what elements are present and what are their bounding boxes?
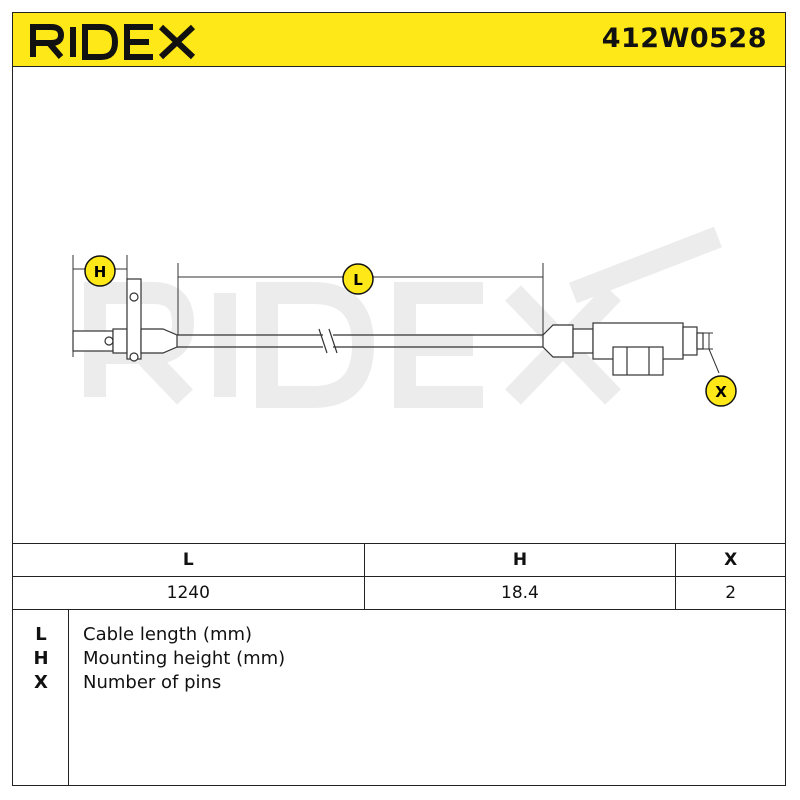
- value-h: 18.4: [364, 576, 677, 609]
- legend: L Cable length (mm) H Mounting height (m…: [13, 609, 785, 785]
- dimension-marker-l: L: [342, 263, 374, 295]
- technical-drawing: H L X: [13, 67, 785, 543]
- header-h: H: [364, 543, 677, 577]
- value-l: 1240: [13, 576, 365, 609]
- legend-key-h: H: [33, 648, 49, 669]
- legend-desc-l: Cable length (mm): [83, 624, 253, 645]
- value-x: 2: [675, 576, 785, 609]
- dimension-marker-h: H: [84, 255, 116, 287]
- ridex-logo: [30, 24, 196, 60]
- legend-desc-h: Mounting height (mm): [83, 648, 286, 669]
- spec-sheet: 412W0528: [12, 12, 786, 786]
- header-l: L: [13, 543, 365, 577]
- dimension-marker-x: X: [705, 375, 737, 407]
- cable-icon: [177, 328, 543, 354]
- legend-key-l: L: [35, 624, 47, 645]
- svg-text:H: H: [94, 263, 107, 281]
- header-x: X: [675, 543, 785, 577]
- legend-key-x: X: [34, 672, 48, 693]
- watermark-logo: [84, 226, 722, 408]
- svg-text:L: L: [353, 271, 363, 289]
- spec-table-header: L H X: [13, 543, 785, 577]
- spec-table: L H X 1240 18.4 2: [13, 543, 785, 609]
- table-row: 1240 18.4 2: [13, 576, 785, 609]
- legend-desc-x: Number of pins: [83, 672, 222, 693]
- part-number: 412W0528: [601, 23, 767, 54]
- abs-sensor-icon: [72, 278, 178, 362]
- svg-text:X: X: [715, 383, 727, 401]
- header-bar: 412W0528: [13, 13, 785, 67]
- legend-keys-column: [13, 610, 69, 785]
- connector-icon: [542, 322, 704, 376]
